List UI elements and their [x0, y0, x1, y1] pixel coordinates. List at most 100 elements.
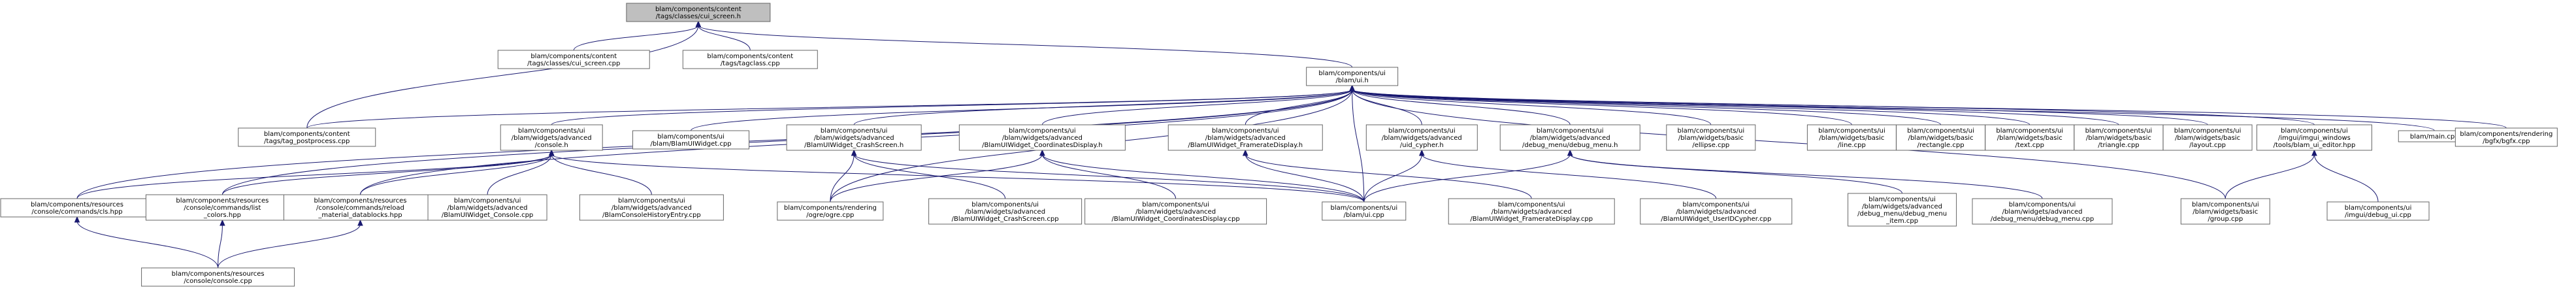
edge: [698, 25, 1353, 68]
node-box: [238, 127, 376, 147]
edge: [1569, 154, 1903, 194]
edge: [1041, 89, 1353, 125]
node-label-line: blam/components/ui: [1996, 127, 2063, 135]
node-console-cpp-ui[interactable]: blam/components/ui/blam/widgets/advanced…: [427, 194, 547, 221]
node-crashscreen-h[interactable]: blam/components/ui/blam/widgets/advanced…: [786, 124, 922, 151]
edge: [2225, 154, 2315, 199]
nodes: blam/components/content/tags/classes/cui…: [0, 3, 2558, 287]
edge-arrowhead: [2311, 149, 2317, 156]
node-label-line: /blam/widgets/basic: [1678, 135, 1744, 142]
node-box: [682, 50, 818, 69]
node-label-line: /blam/widgets/basic: [1908, 135, 1974, 142]
edge: [1352, 89, 1852, 125]
node-blam-ui-editor[interactable]: blam/components/ui/imgui/imgui_windows/t…: [2256, 124, 2372, 151]
node-bgfx-cpp[interactable]: blam/components/rendering/bgfx/bgfx.cpp: [2454, 127, 2558, 147]
node-uid-cypher-h[interactable]: blam/components/ui/blam/widgets/advanced…: [1365, 124, 1478, 151]
node-label-line: /bgfx/bgfx.cpp: [2483, 138, 2530, 145]
node-line-cpp[interactable]: blam/components/ui/blam/widgets/basic/li…: [1806, 124, 1897, 151]
node-box: [777, 201, 884, 221]
node-label-line: /console/commands/cls.hpp: [31, 208, 122, 216]
node-history-cpp[interactable]: blam/components/ui/blam/widgets/advanced…: [579, 194, 724, 221]
node-root[interactable]: blam/components/content/tags/classes/cui…: [626, 3, 771, 22]
node-crashscreen-cpp[interactable]: blam/components/ui/blam/widgets/advanced…: [928, 198, 1083, 225]
node-label-line: blam/components/ui: [2281, 127, 2348, 135]
edge: [218, 223, 361, 269]
node-label-line: blam/components/ui: [821, 127, 888, 135]
node-box: [626, 3, 771, 22]
node-list-colors[interactable]: blam/components/resources/console/comman…: [145, 194, 299, 221]
node-debug-menu-item[interactable]: blam/components/ui/blam/widgets/advanced…: [1848, 193, 1957, 227]
node-blamuiwidget-cpp[interactable]: blam/components/ui/blam/BlamUIWidget.cpp: [632, 130, 750, 150]
node-debug-ui-cpp[interactable]: blam/components/ui/imgui/debug_ui.cpp: [2326, 201, 2430, 221]
node-triangle-cpp[interactable]: blam/components/ui/blam/widgets/basic/tr…: [2074, 124, 2164, 151]
node-box: [500, 124, 603, 151]
edge: [1352, 89, 2435, 131]
node-framerate-cpp[interactable]: blam/components/ui/blam/widgets/advanced…: [1448, 198, 1615, 225]
edge: [698, 25, 751, 51]
node-ui-h[interactable]: blam/components/ui/blam/ui.h: [1306, 67, 1399, 86]
node-group-cpp[interactable]: blam/components/ui/blam/widgets/basic/gr…: [2180, 198, 2270, 225]
node-label-line: blam/components/resources: [172, 271, 265, 278]
node-console-h[interactable]: blam/components/ui/blam/widgets/advanced…: [500, 124, 603, 151]
node-box: [579, 194, 724, 221]
node-debug-menu-h[interactable]: blam/components/ui/blam/widgets/advanced…: [1499, 124, 1640, 151]
node-cls-hpp[interactable]: blam/components/resources/console/comman…: [0, 198, 154, 218]
node-label-line: /rectangle.cpp: [1917, 142, 1965, 149]
node-layout-cpp[interactable]: blam/components/ui/blam/widgets/basic/la…: [2162, 124, 2253, 151]
node-box: [1640, 198, 1793, 225]
node-label-line: blam/components/ui: [1868, 196, 1936, 203]
node-label-line: /BlamUIWidget_CrashScreen.h: [804, 142, 904, 149]
node-tagclass-cpp[interactable]: blam/components/content/tags/tagclass.cp…: [682, 50, 818, 69]
node-label-line: blam/components/ui: [454, 197, 521, 205]
edge: [1352, 89, 2507, 129]
node-box: [2162, 124, 2253, 151]
node-label-line: /tools/blam_ui_editor.hpp: [2274, 142, 2356, 149]
node-debug-menu-cpp[interactable]: blam/components/ui/blam/widgets/advanced…: [1972, 198, 2113, 225]
node-cuiscreen-cpp[interactable]: blam/components/content/tags/classes/cui…: [497, 50, 650, 69]
node-box: [1365, 124, 1478, 151]
edge-arrowhead: [1419, 149, 1425, 156]
node-box: [1499, 124, 1640, 151]
node-ui-cpp[interactable]: blam/components/ui/blam/ui.cpp: [1322, 201, 1407, 221]
node-framerate-h[interactable]: blam/components/ui/blam/widgets/advanced…: [1167, 124, 1323, 151]
node-ogre-cpp[interactable]: blam/components/rendering/ogre/ogre.cpp: [777, 201, 884, 221]
node-label-line: /BlamUIWidget_FramerateDisplay.h: [1188, 142, 1303, 149]
edge: [830, 154, 855, 203]
node-label-line: blam/components/ui: [1678, 127, 1745, 135]
edge: [1352, 89, 1712, 125]
edge: [306, 25, 699, 129]
node-box: [283, 194, 437, 221]
node-label-line: /imgui/imgui_windows: [2278, 135, 2351, 142]
node-label-line: /blam/widgets/advanced: [1002, 135, 1083, 142]
node-box: [928, 198, 1083, 225]
node-box: [145, 194, 299, 221]
node-console-cpp-res[interactable]: blam/components/resources/console/consol…: [141, 267, 295, 287]
node-label-line: /blam/widgets/advanced: [512, 135, 592, 142]
node-box: [1806, 124, 1897, 151]
node-box: [2256, 124, 2372, 151]
node-label-line: blam/components/ui: [2174, 127, 2242, 135]
node-label-line: blam/components/content: [707, 53, 793, 60]
node-label-line: /blam/widgets/advanced: [1205, 135, 1286, 142]
node-label-line: /blam/widgets/basic: [2193, 208, 2258, 216]
node-label-line: /BlamUIWidget_CrashScreen.cpp: [952, 216, 1059, 223]
node-text-cpp[interactable]: blam/components/ui/blam/widgets/basic/te…: [1985, 124, 2075, 151]
node-coords-cpp[interactable]: blam/components/ui/blam/widgets/advanced…: [1084, 198, 1267, 225]
node-label-line: /blam/widgets/advanced: [611, 205, 692, 212]
node-box: [427, 194, 547, 221]
node-label-line: /BlamUIWidget_UserIDCypher.cpp: [1661, 216, 1771, 223]
node-label-line: /debug_menu/debug_menu.cpp: [1991, 216, 2094, 223]
node-coords-h[interactable]: blam/components/ui/blam/widgets/advanced…: [958, 124, 1126, 151]
node-label-line: blam/components/content: [264, 131, 350, 138]
node-label-line: /blam/widgets/advanced: [1135, 208, 1216, 216]
node-tag-postprocess[interactable]: blam/components/content/tags/tag_postpro…: [238, 127, 376, 147]
node-reload-mat[interactable]: blam/components/resources/console/comman…: [283, 194, 437, 221]
node-label-line: blam/components/content: [530, 53, 617, 60]
node-rectangle-cpp[interactable]: blam/components/ui/blam/widgets/basic/re…: [1896, 124, 1986, 151]
node-box: [1322, 201, 1407, 221]
node-label-line: blam/components/ui: [2345, 205, 2412, 212]
node-uidcypher-cpp[interactable]: blam/components/ui/blam/widgets/advanced…: [1640, 198, 1793, 225]
edge: [76, 154, 552, 199]
node-ellipse-cpp[interactable]: blam/components/ui/blam/widgets/basic/el…: [1666, 124, 1756, 151]
